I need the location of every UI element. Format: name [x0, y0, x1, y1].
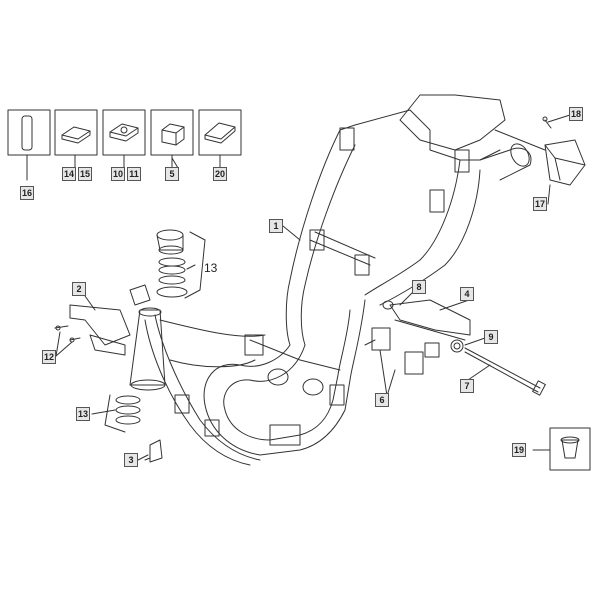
callout-6: 6 [375, 393, 389, 407]
callout-12: 12 [42, 350, 56, 364]
callout-11: 11 [127, 167, 141, 181]
callout-7: 7 [460, 379, 474, 393]
callout-15: 15 [78, 167, 92, 181]
callout-5: 5 [165, 167, 179, 181]
callout-18: 18 [569, 107, 583, 121]
callout-2: 2 [72, 282, 86, 296]
part-box-14-15 [54, 109, 98, 156]
callout-4: 4 [460, 287, 474, 301]
callout-19: 19 [512, 443, 526, 457]
callout-20: 20 [213, 167, 227, 181]
callout-3: 3 [124, 453, 138, 467]
callout-8: 8 [412, 280, 426, 294]
callout-13-upper: 13 [204, 261, 218, 275]
callout-10: 10 [111, 167, 125, 181]
part-box-20 [198, 109, 242, 156]
callout-16: 16 [20, 186, 34, 200]
callout-13-lower: 13 [76, 407, 90, 421]
callout-14: 14 [62, 167, 76, 181]
part-box-16 [7, 109, 51, 156]
callout-17: 17 [533, 197, 547, 211]
callout-9: 9 [484, 330, 498, 344]
callout-1: 1 [269, 219, 283, 233]
